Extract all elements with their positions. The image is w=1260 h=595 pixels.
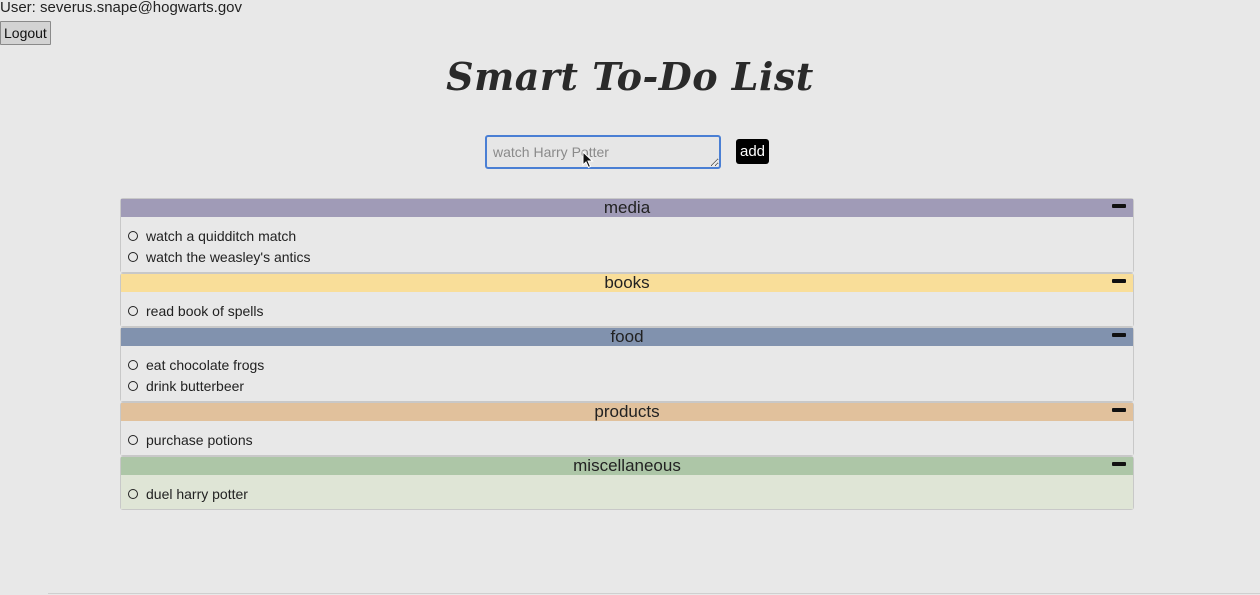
collapse-icon[interactable]: [1112, 333, 1126, 337]
new-task-input[interactable]: [485, 135, 721, 169]
task-label: eat chocolate frogs: [146, 356, 265, 373]
task-label: watch a quidditch match: [146, 227, 297, 244]
category-tasks: purchase potions: [121, 421, 1133, 455]
task-checkbox-icon[interactable]: [128, 380, 138, 391]
task-label: purchase potions: [146, 431, 253, 448]
category-title: products: [594, 402, 660, 421]
category-header[interactable]: books: [121, 274, 1133, 292]
category-tasks: eat chocolate frogs drink butterbeer: [121, 346, 1133, 401]
task-checkbox-icon[interactable]: [128, 305, 138, 316]
category-miscellaneous: miscellaneous duel harry potter: [120, 456, 1134, 510]
task-item: purchase potions: [128, 429, 1133, 450]
task-item: read book of spells: [128, 300, 1133, 321]
category-title: media: [603, 198, 651, 217]
page-title: Smart To-Do List: [446, 54, 814, 99]
category-title: books: [604, 273, 650, 292]
category-media: media watch a quidditch match watch the …: [120, 198, 1134, 273]
task-label: duel harry potter: [146, 485, 248, 502]
task-checkbox-icon[interactable]: [128, 359, 138, 370]
mouse-pointer-icon: [582, 151, 594, 169]
category-tasks: watch a quidditch match watch the weasle…: [121, 217, 1133, 272]
task-checkbox-icon[interactable]: [128, 434, 138, 445]
task-item: eat chocolate frogs: [128, 354, 1133, 375]
add-button[interactable]: add: [736, 139, 769, 164]
task-checkbox-icon[interactable]: [128, 230, 138, 241]
task-checkbox-icon[interactable]: [128, 251, 138, 262]
collapse-icon[interactable]: [1112, 408, 1126, 412]
logout-button[interactable]: Logout: [0, 21, 51, 45]
collapse-icon[interactable]: [1112, 462, 1126, 466]
task-item: watch the weasley's antics: [128, 246, 1133, 267]
category-header[interactable]: media: [121, 199, 1133, 217]
category-products: products purchase potions: [120, 402, 1134, 456]
collapse-icon[interactable]: [1112, 279, 1126, 283]
task-checkbox-icon[interactable]: [128, 488, 138, 499]
category-title: miscellaneous: [573, 456, 681, 475]
category-books: books read book of spells: [120, 273, 1134, 327]
category-header[interactable]: products: [121, 403, 1133, 421]
category-header[interactable]: food: [121, 328, 1133, 346]
task-item: watch a quidditch match: [128, 225, 1133, 246]
category-tasks: duel harry potter: [121, 475, 1133, 509]
task-label: drink butterbeer: [146, 377, 245, 394]
category-header[interactable]: miscellaneous: [121, 457, 1133, 475]
category-food: food eat chocolate frogs drink butterbee…: [120, 327, 1134, 402]
user-email-label: User: severus.snape@hogwarts.gov: [0, 0, 243, 16]
category-list: media watch a quidditch match watch the …: [120, 198, 1134, 510]
category-title: food: [610, 327, 644, 346]
task-item: drink butterbeer: [128, 375, 1133, 396]
task-label: watch the weasley's antics: [146, 248, 311, 265]
collapse-icon[interactable]: [1112, 204, 1126, 208]
task-item: duel harry potter: [128, 483, 1133, 504]
task-label: read book of spells: [146, 302, 264, 319]
category-tasks: read book of spells: [121, 292, 1133, 326]
divider: [48, 593, 1260, 594]
